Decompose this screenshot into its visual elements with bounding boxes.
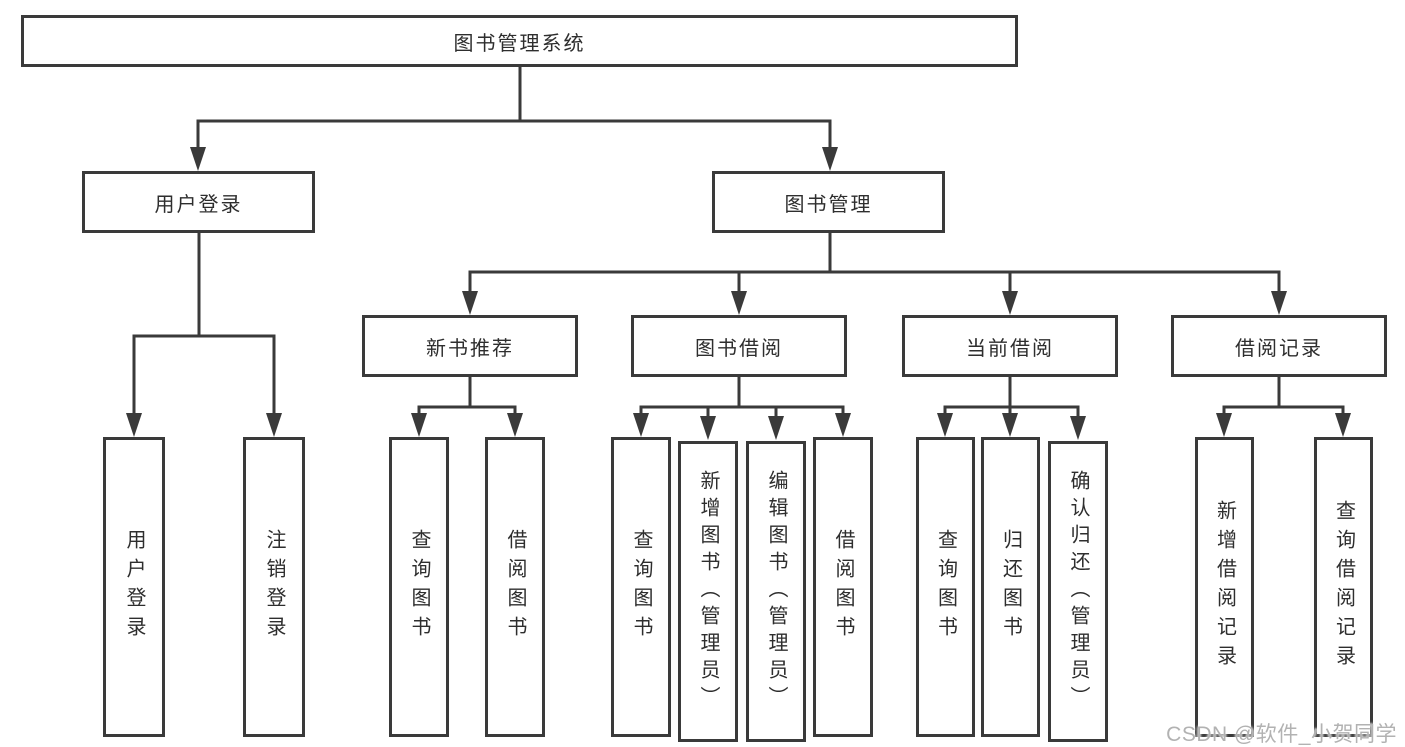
arrowhead xyxy=(700,416,716,440)
arrowhead xyxy=(822,147,838,171)
node-label: 借阅图书 xyxy=(832,529,854,645)
node-current-borrowing: 当前借阅 xyxy=(902,315,1118,377)
leaf-borrow-books: 借阅图书 xyxy=(813,437,873,737)
arrowhead xyxy=(266,413,282,437)
node-label: 新书推荐 xyxy=(426,337,514,360)
leaf-edit-books-admin: 编辑图书（管理员） xyxy=(746,441,806,742)
node-new-book-recommendation: 新书推荐 xyxy=(362,315,578,377)
node-label: 编辑图书（管理员） xyxy=(765,470,787,713)
node-label: 借阅图书 xyxy=(504,529,526,645)
arrowhead xyxy=(411,413,427,437)
node-label: 图书管理 xyxy=(784,193,873,216)
node-borrowing-records: 借阅记录 xyxy=(1171,315,1387,377)
node-book-management: 图书管理 xyxy=(712,171,945,233)
node-label: 查询图书 xyxy=(630,529,652,645)
node-book-borrowing: 图书借阅 xyxy=(631,315,847,377)
leaf-query-books-recommend: 查询图书 xyxy=(389,437,449,737)
arrowhead xyxy=(126,413,142,437)
leaf-add-books-admin: 新增图书（管理员） xyxy=(678,441,738,742)
arrowhead xyxy=(835,413,851,437)
node-label: 用户登录 xyxy=(154,193,243,216)
arrowhead xyxy=(937,413,953,437)
leaf-return-books: 归还图书 xyxy=(981,437,1040,737)
node-label: 新增借阅记录 xyxy=(1213,500,1236,674)
arrowhead xyxy=(1070,416,1086,440)
arrowhead xyxy=(633,413,649,437)
leaf-query-books-current: 查询图书 xyxy=(916,437,975,737)
node-label: 新增图书（管理员） xyxy=(697,470,719,713)
arrowhead xyxy=(731,291,747,315)
arrowhead xyxy=(507,413,523,437)
arrowhead xyxy=(768,416,784,440)
node-label: 确认归还（管理员） xyxy=(1067,470,1089,713)
leaf-user-login: 用户登录 xyxy=(103,437,165,737)
leaf-add-borrow-record: 新增借阅记录 xyxy=(1195,437,1254,737)
node-user-login: 用户登录 xyxy=(82,171,315,233)
arrowhead xyxy=(1002,291,1018,315)
node-label: 注销登录 xyxy=(263,529,285,645)
arrowhead xyxy=(190,147,206,171)
node-library-management-system: 图书管理系统 xyxy=(21,15,1018,67)
arrowhead xyxy=(1335,413,1351,437)
leaf-confirm-return-admin: 确认归还（管理员） xyxy=(1048,441,1108,742)
leaf-query-borrow-record: 查询借阅记录 xyxy=(1314,437,1373,737)
node-label: 当前借阅 xyxy=(966,337,1054,360)
leaf-query-books-borrow: 查询图书 xyxy=(611,437,671,737)
csdn-watermark: CSDN @软件_小贺同学 xyxy=(1166,723,1397,746)
arrowhead xyxy=(462,291,478,315)
node-label: 查询借阅记录 xyxy=(1332,500,1355,674)
node-label: 借阅记录 xyxy=(1235,337,1323,360)
leaf-logout: 注销登录 xyxy=(243,437,305,737)
arrowhead xyxy=(1216,413,1232,437)
node-label: 查询图书 xyxy=(934,529,957,645)
arrowhead xyxy=(1002,413,1018,437)
node-label: 图书管理系统 xyxy=(453,32,586,55)
node-label: 归还图书 xyxy=(999,529,1022,645)
node-label: 查询图书 xyxy=(408,529,430,645)
node-label: 图书借阅 xyxy=(695,337,783,360)
node-label: 用户登录 xyxy=(123,529,145,645)
leaf-borrow-books-recommend: 借阅图书 xyxy=(485,437,545,737)
arrowhead xyxy=(1271,291,1287,315)
